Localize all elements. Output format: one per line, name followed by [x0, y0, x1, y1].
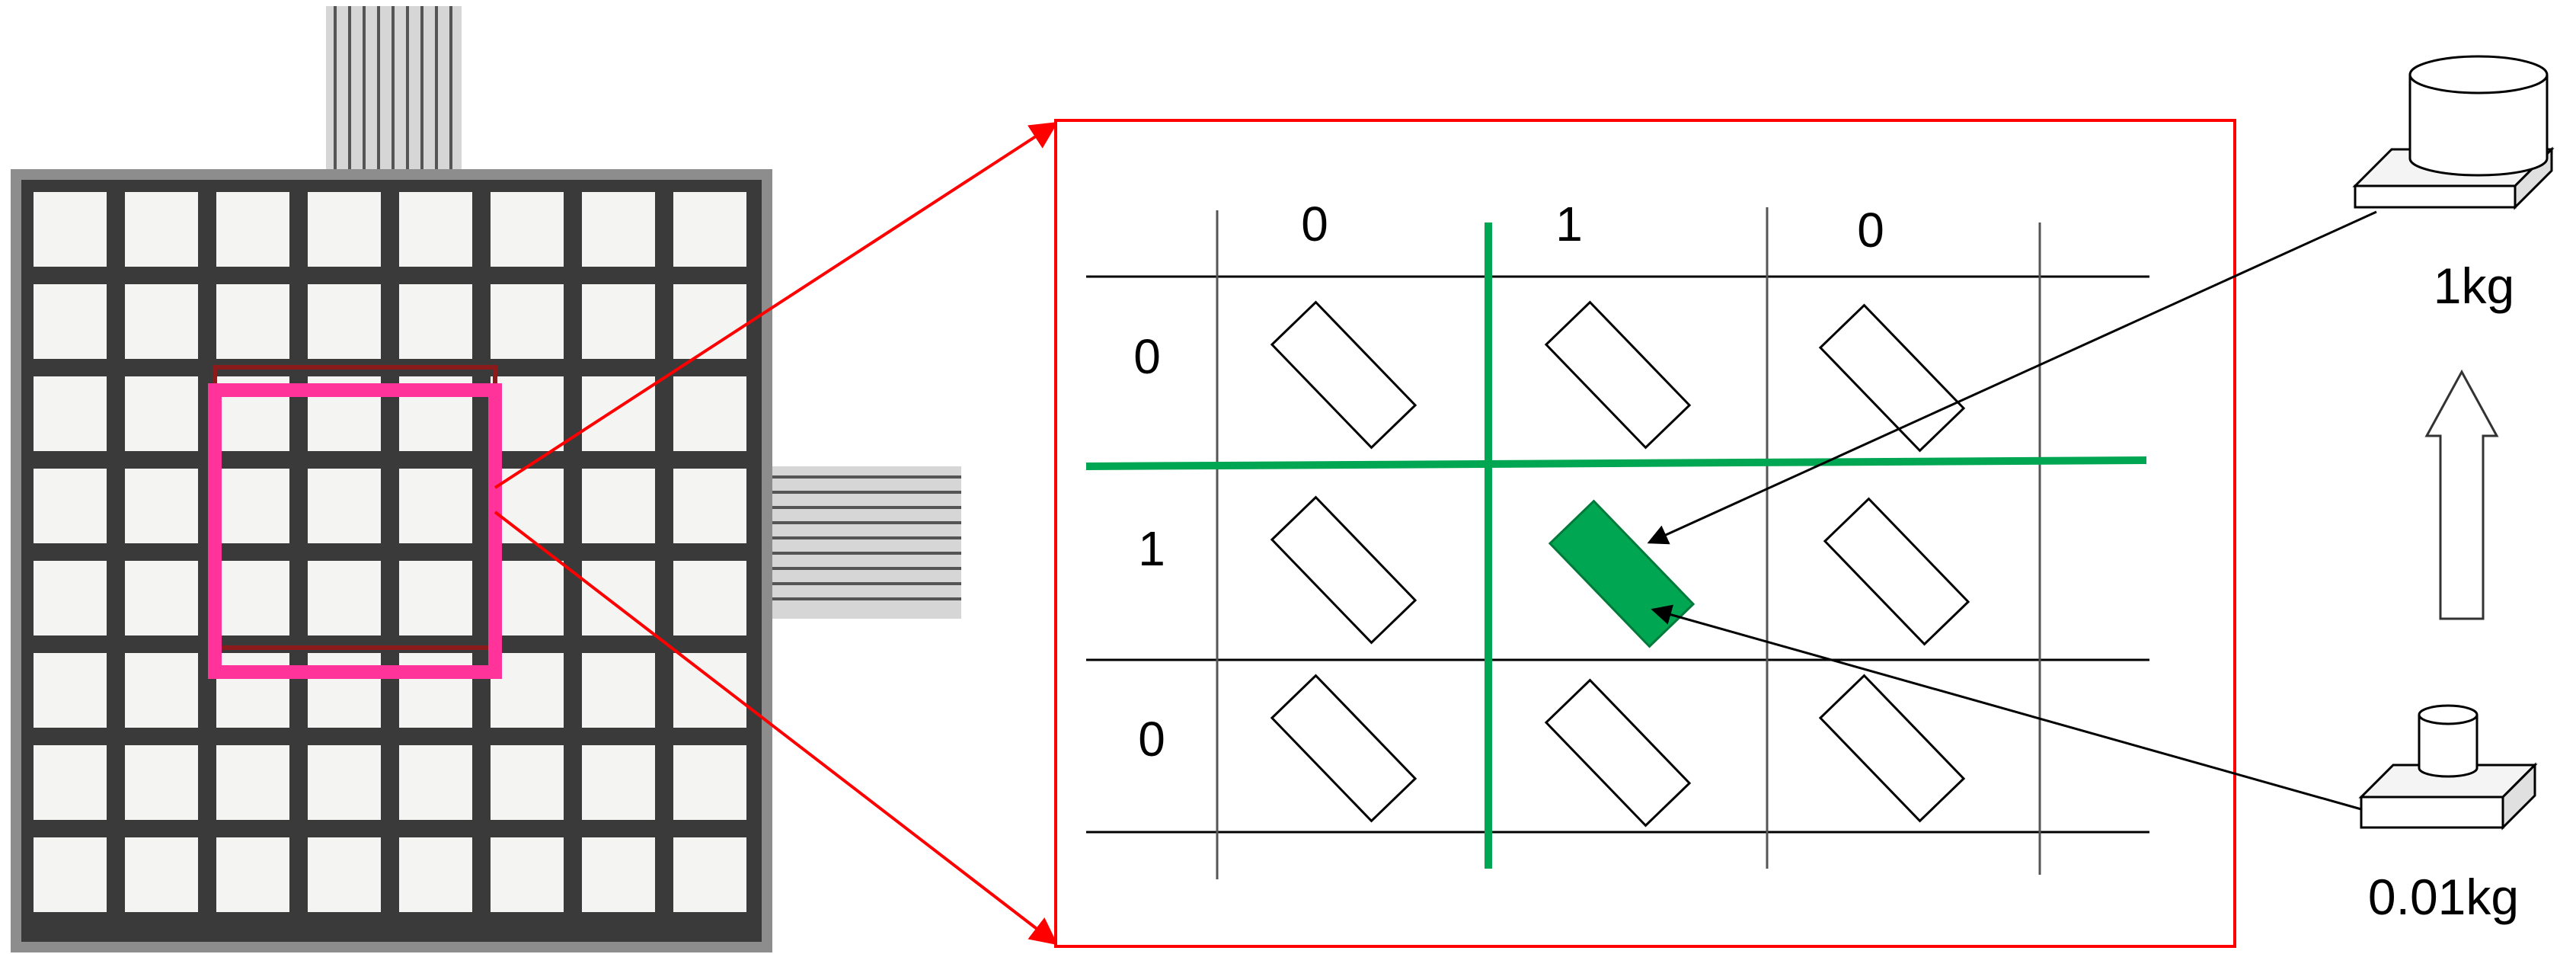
sensor-pad [673, 561, 746, 635]
sensor-pad [491, 376, 564, 451]
sensing-element [1270, 495, 1417, 645]
selection-box [208, 383, 502, 679]
sensor-pad [125, 561, 198, 635]
sensor-pad [308, 837, 381, 912]
column-label-3: 0 [1857, 203, 1884, 258]
sensor-pad [34, 745, 107, 820]
row-label-1: 0 [1133, 329, 1161, 384]
sensor-pad [491, 192, 564, 267]
sensor-pads [34, 192, 746, 912]
sensor-pad [582, 376, 655, 451]
sensor-pad [582, 837, 655, 912]
light-weight-label: 0.01kg [2368, 869, 2519, 925]
sensor-pad [582, 745, 655, 820]
sensor-pad [673, 837, 746, 912]
sensor-pad [399, 745, 472, 820]
sensor-pad [673, 192, 746, 267]
sensor-pad [125, 284, 198, 359]
sensor-pad [216, 469, 289, 543]
sensor-pad [399, 653, 472, 728]
sensor-pad [399, 561, 472, 635]
sensing-element [1544, 300, 1692, 450]
sensor-pad [125, 745, 198, 820]
sensor-pad [34, 837, 107, 912]
sensing-element [1818, 303, 1966, 453]
sensor-pad [491, 561, 564, 635]
light-weight-icon [2358, 704, 2538, 831]
sensor-pad [399, 469, 472, 543]
light-weight-arrow [1651, 604, 2362, 811]
sensor-pad [34, 653, 107, 728]
sensing-element [1818, 674, 1966, 823]
zoom-panel: 0 1 0 0 1 0 [1054, 119, 2236, 948]
sensor-pad [308, 284, 381, 359]
sensor-pad [34, 469, 107, 543]
sensor-pad [673, 745, 746, 820]
sensing-element [1270, 300, 1417, 450]
sensor-pad [308, 192, 381, 267]
sensor-pad [399, 284, 472, 359]
sensor-pad [125, 469, 198, 543]
sensor-pad [216, 837, 289, 912]
sensor-pad [34, 561, 107, 635]
heavy-weight-label: 1kg [2434, 258, 2514, 314]
sensor-pad [399, 837, 472, 912]
row-label-2: 1 [1138, 521, 1165, 576]
sensor-pad [125, 653, 198, 728]
sensing-elements [1270, 300, 1970, 828]
sensor-pad [216, 745, 289, 820]
sensor-pad [582, 469, 655, 543]
sensor-photo [11, 6, 961, 952]
sensor-pad [308, 561, 381, 635]
sensing-element [1544, 678, 1692, 828]
sensor-pad [308, 653, 381, 728]
row-label-3: 0 [1138, 712, 1165, 767]
sensor-pad [673, 469, 746, 543]
sensor-pad [125, 376, 198, 451]
right-connector [754, 466, 961, 619]
column-label-1: 0 [1301, 197, 1328, 251]
sensor-pad [491, 837, 564, 912]
sensor-pad [216, 653, 289, 728]
column-label-2: 1 [1555, 197, 1583, 251]
top-connector [326, 6, 462, 183]
sensor-pad [399, 192, 472, 267]
sensing-element [1270, 674, 1417, 823]
sensor-pad [34, 376, 107, 451]
sensor-pad [216, 284, 289, 359]
zoom-line-top [494, 122, 1059, 489]
heavy-weight-icon [2352, 55, 2555, 210]
active-row-line [1085, 456, 2147, 470]
sensor-pad [34, 284, 107, 359]
sensor-pad [125, 837, 198, 912]
sensor-pad [582, 192, 655, 267]
sensor-pad [34, 192, 107, 267]
sensor-pad [673, 376, 746, 451]
sensor-pad [216, 561, 289, 635]
increase-arrow-icon [2424, 369, 2499, 620]
sensing-element [1823, 497, 1970, 646]
sensor-pad [308, 745, 381, 820]
sensor-pad [216, 192, 289, 267]
sensor-pad [582, 284, 655, 359]
heavy-weight-arrow [1647, 210, 2377, 545]
sensor-pad [491, 653, 564, 728]
sensor-pad [582, 561, 655, 635]
sensor-pad [491, 284, 564, 359]
sensor-pad [582, 653, 655, 728]
sensor-pad [491, 745, 564, 820]
sensor-pad [673, 653, 746, 728]
zoom-line-bottom [494, 511, 1058, 946]
sensor-pad [125, 192, 198, 267]
sensor-pad [308, 469, 381, 543]
